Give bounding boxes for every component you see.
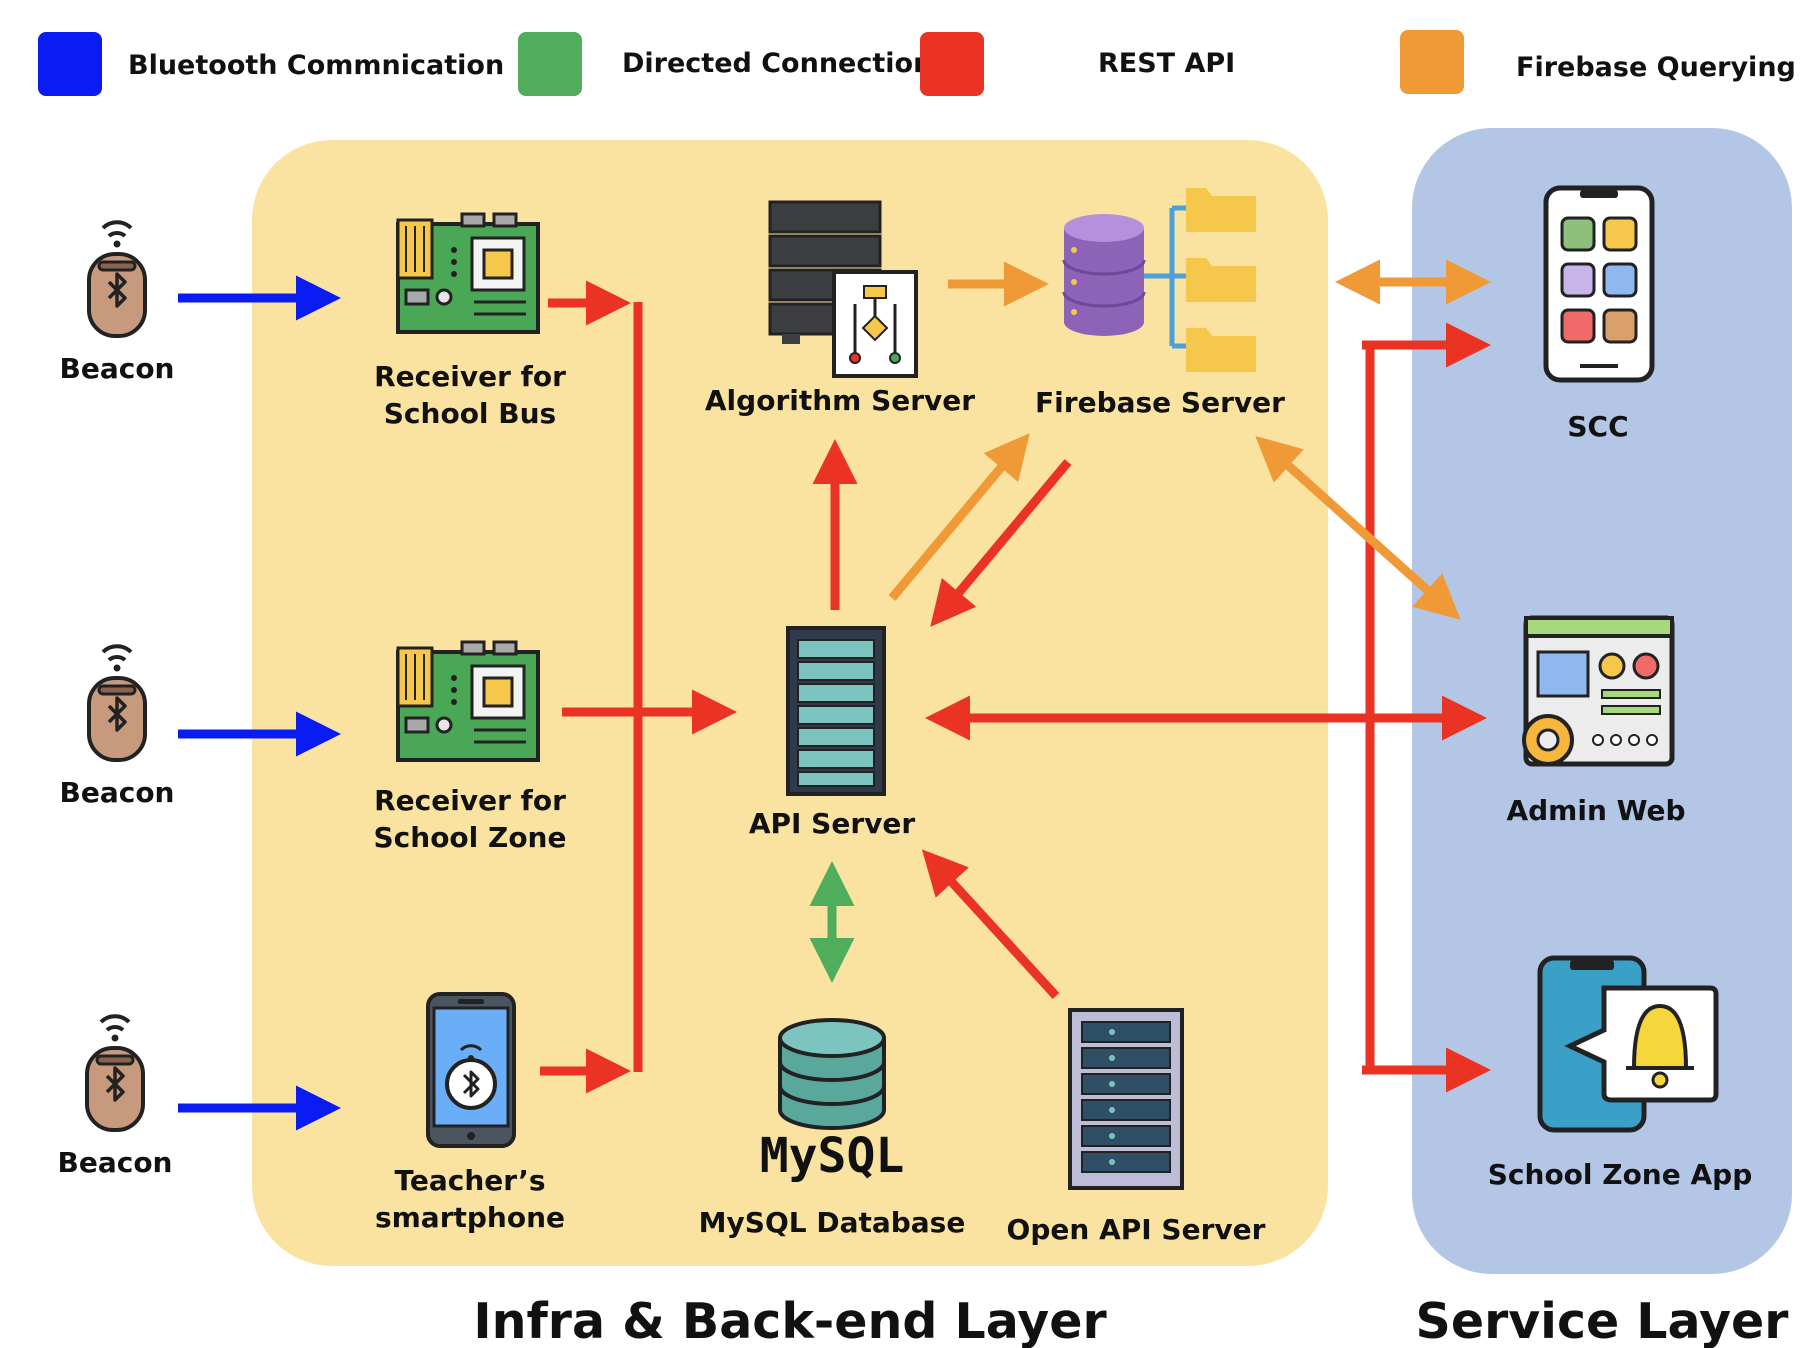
circuit-board-icon <box>396 640 540 762</box>
firebase-arrow-bidirectional <box>1255 435 1461 621</box>
scc: SCC <box>1543 185 1655 443</box>
legend-swatch-direct <box>518 32 582 96</box>
mysql-database-label: MySQL Database <box>699 1206 966 1239</box>
database-icon <box>778 1018 886 1130</box>
firebase-server: Firebase Server <box>1035 188 1285 419</box>
circuit-board-icon <box>396 212 540 334</box>
beacon-1-label: Beacon <box>60 352 175 385</box>
receiver-school-zone-label-2: School Zone <box>374 821 567 854</box>
open-api-server: Open API Server <box>1007 1008 1266 1246</box>
rest-arrow <box>930 459 1072 627</box>
receiver-school-bus-label-1: Receiver for <box>374 360 566 393</box>
school-zone-app: School Zone App <box>1488 955 1752 1191</box>
rest-arrow <box>921 849 1060 1000</box>
database-folders-icon <box>1062 188 1256 372</box>
api-server-label: API Server <box>749 807 916 840</box>
server-cabinet-icon <box>1068 1008 1184 1190</box>
admin-web: Admin Web <box>1506 615 1686 827</box>
smartphone-bluetooth-icon <box>426 992 516 1148</box>
flowchart-icon <box>832 270 918 378</box>
teacher-smartphone: Teacher’s smartphone <box>375 992 565 1234</box>
algorithm-server: Algorithm Server <box>705 200 975 417</box>
legend-label-firebase: Firebase Querying <box>1516 52 1796 83</box>
admin-web-label: Admin Web <box>1506 794 1685 827</box>
connections <box>178 259 1491 1131</box>
bluetooth-beacon-icon <box>87 220 147 338</box>
beacon-3-label: Beacon <box>58 1146 173 1179</box>
scc-label: SCC <box>1567 410 1628 443</box>
legend-swatch-bluetooth <box>38 32 102 96</box>
service-layer-title: Service Layer <box>1416 1293 1790 1348</box>
legend-label-bluetooth: Bluetooth Commnication <box>128 50 504 81</box>
beacon-2-label: Beacon <box>60 776 175 809</box>
mysql-database: MySQL MySQL Database <box>699 1018 966 1239</box>
bluetooth-beacon-icon <box>87 644 147 762</box>
legend: Bluetooth Commnication Directed Connecti… <box>38 30 1796 96</box>
receiver-school-zone: Receiver for School Zone <box>374 640 567 854</box>
bluetooth-beacon-icon <box>85 1014 145 1132</box>
firebase-arrow <box>888 433 1030 601</box>
phone-notification-bell-icon <box>1537 955 1719 1133</box>
teacher-smartphone-label-2: smartphone <box>375 1201 565 1234</box>
firebase-server-label: Firebase Server <box>1035 386 1285 419</box>
beacon-3: Beacon <box>58 1014 173 1179</box>
receiver-school-bus-label-2: School Bus <box>384 397 556 430</box>
legend-label-direct: Directed Connection <box>622 48 932 79</box>
algorithm-server-label: Algorithm Server <box>705 384 975 417</box>
infra-layer-title: Infra & Back-end Layer <box>473 1293 1107 1348</box>
beacon-1: Beacon <box>60 220 175 385</box>
teacher-smartphone-label-1: Teacher’s <box>394 1164 545 1197</box>
receiver-school-zone-label-1: Receiver for <box>374 784 566 817</box>
dashboard-window-icon <box>1522 615 1675 767</box>
legend-swatch-firebase <box>1400 30 1464 94</box>
open-api-server-label: Open API Server <box>1007 1213 1266 1246</box>
school-zone-app-label: School Zone App <box>1488 1158 1752 1191</box>
beacon-2: Beacon <box>60 644 175 809</box>
legend-swatch-rest <box>920 32 984 96</box>
app-grid-phone-icon <box>1543 185 1655 383</box>
api-server: API Server <box>749 626 916 840</box>
receiver-school-bus: Receiver for School Bus <box>374 212 566 430</box>
legend-label-rest: REST API <box>1098 48 1235 79</box>
mysql-logo: MySQL <box>760 1128 905 1184</box>
server-cabinet-icon <box>786 626 886 796</box>
